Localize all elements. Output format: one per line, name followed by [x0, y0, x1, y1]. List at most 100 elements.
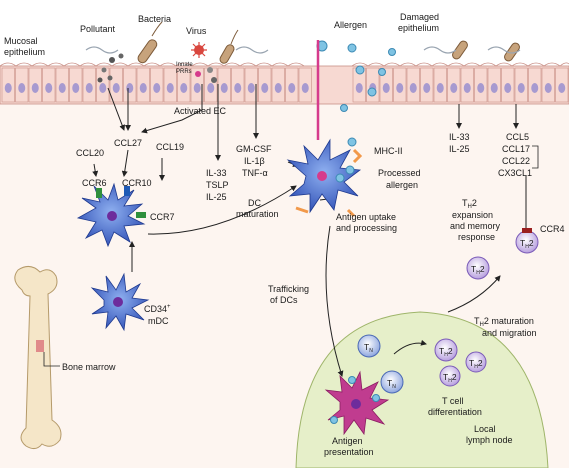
epithelial-nucleus — [247, 83, 255, 93]
cd34-mdc-cell — [90, 272, 150, 332]
label-and-processing: and processing — [336, 223, 397, 233]
label-antigen: Antigen — [332, 436, 363, 446]
epithelial-nucleus — [477, 83, 485, 93]
tn-cells — [357, 334, 404, 394]
label-antigen-uptake: Antigen uptake — [336, 212, 396, 222]
epithelial-nucleus — [558, 83, 566, 93]
label-il33-left: IL-33 — [206, 168, 227, 178]
th2-cells — [434, 228, 539, 387]
epithelial-nucleus — [450, 83, 458, 93]
epithelial-nucleus — [85, 83, 93, 93]
mature-dc-cell — [286, 40, 362, 218]
label-differentiation: differentiation — [428, 407, 482, 417]
label-processed: Processed — [378, 168, 421, 178]
epithelial-nucleus — [31, 83, 39, 93]
mucosal-epithelium — [0, 62, 569, 105]
epithelial-nucleus — [193, 83, 201, 93]
epithelial-nucleus — [463, 83, 471, 93]
epithelial-nucleus — [166, 83, 174, 93]
label-cx3cl1: CX3CL1 — [498, 168, 532, 178]
bone-marrow-pointer — [43, 352, 60, 367]
label-mdc: mDC — [148, 316, 169, 326]
epithelial-nucleus — [126, 83, 134, 93]
epithelial-nucleus — [396, 83, 404, 93]
epithelial-nucleus — [490, 83, 498, 93]
label-maturation: maturation — [236, 209, 279, 219]
epithelial-nucleus — [544, 83, 552, 93]
label-epithelium: epithelium — [4, 47, 45, 57]
ccr10-receptor — [124, 186, 130, 196]
label-tslp: TSLP — [206, 180, 229, 190]
label-th2-maturation: TH2 maturation — [474, 316, 534, 328]
chemokine-bracket — [532, 145, 539, 169]
label-il25-right: IL-25 — [449, 144, 470, 154]
label-innate: Innate — [176, 62, 193, 68]
svg-text:TH2: TH2 — [520, 238, 534, 250]
epithelial-nucleus — [99, 83, 107, 93]
label-allergen-processed: allergen — [386, 180, 418, 190]
cell-glyphs: TH2 TH2 TH2 TH2 TH2 TN TN — [364, 238, 534, 390]
label-ccl20: CCL20 — [76, 148, 104, 158]
svg-text:TH2: TH2 — [439, 346, 453, 358]
label-prrs: PRRs — [176, 69, 192, 75]
label-and-memory: and memory — [450, 221, 501, 231]
epithelial-nucleus — [45, 83, 53, 93]
label-ccr7: CCR7 — [150, 212, 175, 222]
epithelial-nucleus — [355, 83, 363, 93]
label-bacteria: Bacteria — [138, 14, 171, 24]
label-ccr4: CCR4 — [540, 224, 565, 234]
label-mhc2: MHC-II — [374, 146, 403, 156]
ccr4-receptor — [522, 228, 532, 233]
label-local: Local — [474, 424, 496, 434]
bacteria-icon-3 — [452, 40, 520, 62]
label-t-cell: T cell — [442, 396, 463, 406]
label-bone-marrow: Bone marrow — [62, 362, 116, 372]
ccr6-receptor — [96, 188, 102, 198]
label-ccl17: CCL17 — [502, 144, 530, 154]
label-th2-head: TH2 — [462, 198, 477, 210]
epithelial-nucleus — [4, 83, 12, 93]
epithelial-nucleus — [531, 83, 539, 93]
virus-icon — [191, 42, 207, 58]
epithelial-nucleus — [409, 83, 417, 93]
epithelial-nucleus — [207, 83, 215, 93]
epithelial-nucleus — [58, 83, 66, 93]
epithelial-nucleus — [261, 83, 269, 93]
svg-text:TH2: TH2 — [471, 264, 485, 276]
bacteria-icon-2 — [219, 29, 239, 64]
label-ccl27: CCL27 — [114, 138, 142, 148]
epithelial-nucleus — [517, 83, 525, 93]
epithelial-nucleus — [274, 83, 282, 93]
label-response: response — [458, 232, 495, 242]
epithelial-nucleus — [153, 83, 161, 93]
allergen-particles — [316, 40, 396, 147]
label-mucosal: Mucosal — [4, 36, 38, 46]
label-il33-right: IL-33 — [449, 132, 470, 142]
epithelial-nucleus — [72, 83, 80, 93]
label-ccl19: CCL19 — [156, 142, 184, 152]
label-cd34: CD34+ — [144, 304, 171, 314]
ccr7-receptor — [136, 212, 146, 218]
innate-prrs-icon — [195, 67, 217, 83]
label-il1b: IL-1β — [244, 156, 265, 166]
mucus-waves — [85, 46, 521, 54]
epithelial-nucleus — [220, 83, 228, 93]
epithelial-nucleus — [436, 83, 444, 93]
epithelial-nucleus — [301, 83, 309, 93]
label-trafficking: Trafficking — [268, 284, 309, 294]
label-ccl5: CCL5 — [506, 132, 529, 142]
label-pollutant: Pollutant — [80, 24, 116, 34]
epithelial-nucleus — [504, 83, 512, 93]
bacteria-icon — [137, 21, 163, 64]
bone-icon — [14, 266, 62, 450]
label-of-dcs: of DCs — [270, 295, 298, 305]
svg-text:TH2: TH2 — [443, 372, 457, 384]
bone-marrow-highlight — [36, 340, 44, 352]
epithelial-nucleus — [423, 83, 431, 93]
label-ccr6: CCR6 — [82, 178, 107, 188]
epithelial-nucleus — [18, 83, 26, 93]
label-activated-ec: Activated EC — [174, 106, 227, 116]
label-tnfa: TNF-α — [242, 168, 268, 178]
